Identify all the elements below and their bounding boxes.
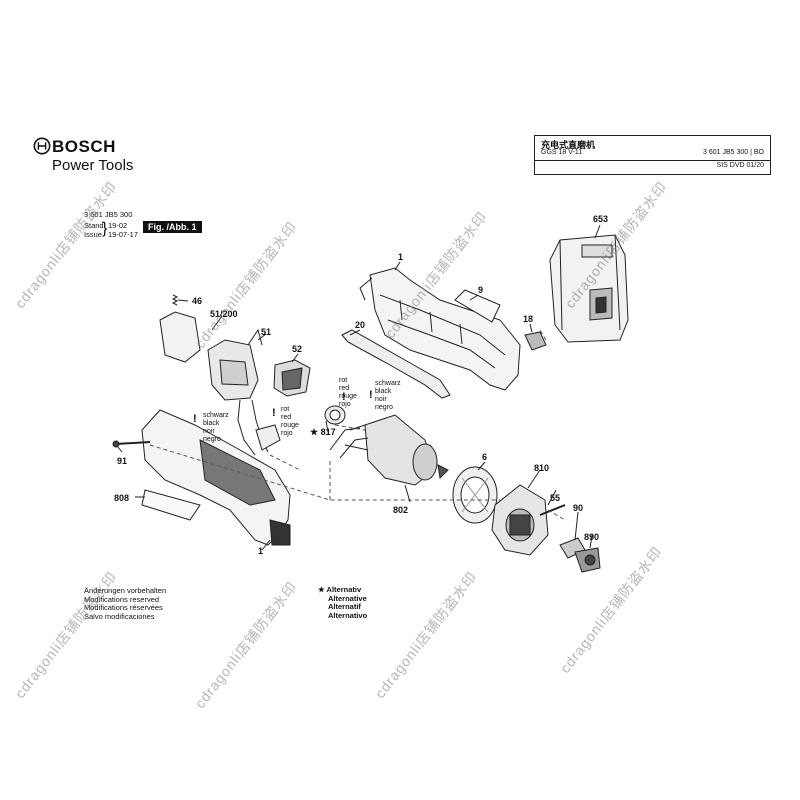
- callout-808: 808: [114, 493, 130, 503]
- bosch-logo-icon: [33, 137, 51, 155]
- stand-label: Stand: [84, 221, 104, 230]
- notice-line: Modifications réservées: [84, 603, 163, 612]
- wire-label-text: black: [375, 388, 392, 395]
- callout-6: 6: [482, 452, 488, 462]
- brace-icon: }: [102, 220, 108, 237]
- product-title: 充电式直磨机: [541, 140, 596, 150]
- callout-9: 9: [478, 285, 484, 295]
- legend-line: Alternative: [328, 593, 367, 603]
- wire-label-text: noir: [203, 428, 215, 435]
- wire-label-group4: schwarz black noir negro: [375, 380, 401, 412]
- callout-890: 890: [584, 532, 600, 542]
- alternative-legend: ★ Alternativ Alternative Alternatif Alte…: [318, 585, 368, 620]
- sis-version: SIS DVD 01/20: [716, 162, 764, 169]
- gear-screw-part: [539, 504, 566, 516]
- wire-label-text: negro: [203, 436, 221, 443]
- wire-label-text: rojo: [281, 430, 293, 437]
- wire-black: [237, 399, 256, 456]
- wire-label-text: red: [281, 414, 292, 421]
- notice-line: Änderungen vorbehalten: [84, 586, 167, 595]
- switch-module-part: [207, 328, 263, 401]
- model-name: GGS 18 V-11: [541, 149, 583, 156]
- legend-line: Alternativ: [326, 585, 362, 594]
- notice-line: Modifications reserved: [84, 594, 160, 604]
- callout-90: 90: [573, 503, 584, 513]
- switch-cap-part: [524, 331, 547, 351]
- wire-label-text: negro: [375, 404, 393, 411]
- warning-mark-icon: !: [342, 391, 346, 403]
- part-number: 3 601 JB5 300: [84, 210, 133, 219]
- bracket-part: [159, 311, 201, 363]
- brand-name: BOSCH: [52, 137, 116, 156]
- terminal-block-part: [255, 424, 281, 451]
- battery-pack-part: [549, 234, 629, 343]
- legend-line: Alternatif: [328, 602, 361, 611]
- wire-label-text: schwarz: [203, 412, 229, 419]
- issue-value: 19-07-17: [108, 230, 139, 239]
- callout-802: 802: [393, 505, 409, 515]
- callout-52: 52: [292, 344, 303, 354]
- wire-label-text: black: [203, 420, 220, 427]
- legend-line: Alternativo: [328, 610, 368, 620]
- wire-label-text: schwarz: [375, 380, 401, 387]
- callout-1-top: 1: [398, 252, 404, 262]
- callout-20: 20: [355, 320, 366, 330]
- slider-rail-part: [341, 329, 451, 399]
- callout-91: 91: [117, 456, 128, 466]
- title-block: 充电式直磨机 GGS 18 V-11 3 601 JB5 300 | BO SI…: [534, 135, 771, 175]
- callout-1-bottom: 1: [258, 546, 264, 556]
- wire-label-group1: schwarz black noir negro: [203, 412, 229, 444]
- spring-part: [171, 294, 179, 306]
- nameplate-part: [141, 489, 201, 521]
- screw-head-icon: [112, 440, 120, 448]
- wire-label-text: red: [339, 385, 350, 392]
- callout-55: 55: [550, 493, 561, 503]
- wire-label-group3: rot red rouge rojo: [339, 377, 357, 409]
- callout-817-number: 817: [320, 427, 336, 437]
- warning-mark-icon: !: [193, 413, 197, 425]
- figure-label: Fig. /Abb. 1: [143, 221, 202, 233]
- star-icon: ★: [318, 585, 327, 594]
- motor-lead-black: [329, 427, 361, 451]
- callout-51: 51: [261, 327, 272, 337]
- callout-18: 18: [523, 314, 534, 324]
- wire-label-text: rot: [281, 406, 290, 413]
- housing-top-part: [359, 267, 521, 391]
- collet-part: [559, 537, 601, 573]
- wire-label-text: rot: [339, 377, 348, 384]
- gear-head-part: [491, 484, 549, 556]
- callout-810: 810: [534, 463, 550, 473]
- product-code: 3 601 JB5 300 | BO: [703, 149, 764, 156]
- changes-notice: Änderungen vorbehalten Modifications res…: [84, 586, 167, 621]
- wire-label-group2: rot red rouge rojo: [281, 406, 299, 438]
- motor-lead-red: [339, 437, 369, 459]
- warning-mark-icon: !: [369, 389, 373, 401]
- screw-part: [115, 441, 151, 445]
- callout-653: 653: [593, 214, 609, 224]
- wire-label-text: noir: [375, 396, 387, 403]
- callout-51-200: 51/200: [210, 309, 238, 319]
- issue-label: Issue: [84, 230, 102, 239]
- warning-mark-icon: !: [272, 407, 276, 419]
- motor-part: [344, 414, 449, 486]
- callout-817: ★ 817: [310, 427, 336, 437]
- fan-part: [452, 466, 498, 524]
- callout-46: 46: [192, 296, 203, 306]
- wire-label-text: rouge: [339, 393, 357, 400]
- housing-bottom-part: [141, 409, 291, 546]
- wire-label-text: rouge: [281, 422, 299, 429]
- wire-label-text: rojo: [339, 401, 351, 408]
- brand-subtitle: Power Tools: [52, 157, 134, 174]
- label-plate-part: [454, 289, 501, 323]
- notice-line: Salvo modificaciones: [84, 611, 155, 621]
- stand-value: 19-02: [108, 221, 128, 230]
- electronic-module-part: [273, 359, 311, 397]
